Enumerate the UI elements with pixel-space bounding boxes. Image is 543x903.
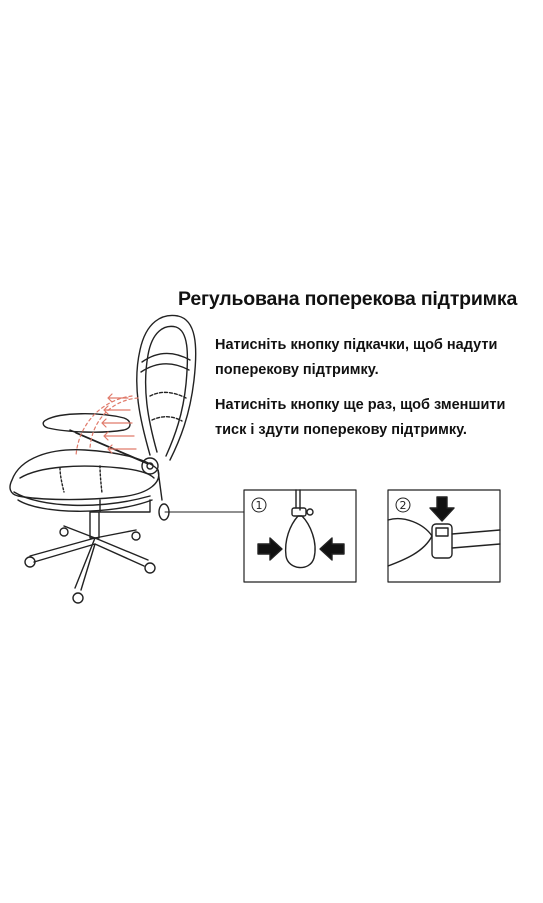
squeeze-arrow-right-icon — [319, 537, 345, 561]
step-1-number: 1 — [256, 499, 263, 512]
instruction-deflate: Натисніть кнопку ще раз, щоб зменшити ти… — [215, 397, 506, 438]
step-2-badge — [395, 497, 411, 513]
instruction-inflate: Натисніть кнопку підкачки, щоб надути по… — [215, 337, 498, 378]
step-2-number: 2 — [400, 499, 407, 512]
chair-seat — [9, 449, 160, 501]
press-down-arrow-icon — [429, 496, 455, 522]
chair-backrest — [136, 314, 197, 461]
page-title: Регульована поперекова підтримка — [178, 288, 518, 310]
pump-bulb-icon — [284, 515, 316, 569]
chair-armrest — [42, 413, 131, 433]
step-1-panel: 1 — [243, 489, 357, 583]
office-chair-illustration — [9, 314, 197, 604]
lumbar-support-arrows — [75, 393, 139, 457]
squeeze-arrow-left-icon — [257, 537, 283, 561]
step-2-panel: 2 — [387, 489, 501, 583]
chair-base — [29, 525, 149, 589]
step-1-badge — [251, 497, 267, 513]
